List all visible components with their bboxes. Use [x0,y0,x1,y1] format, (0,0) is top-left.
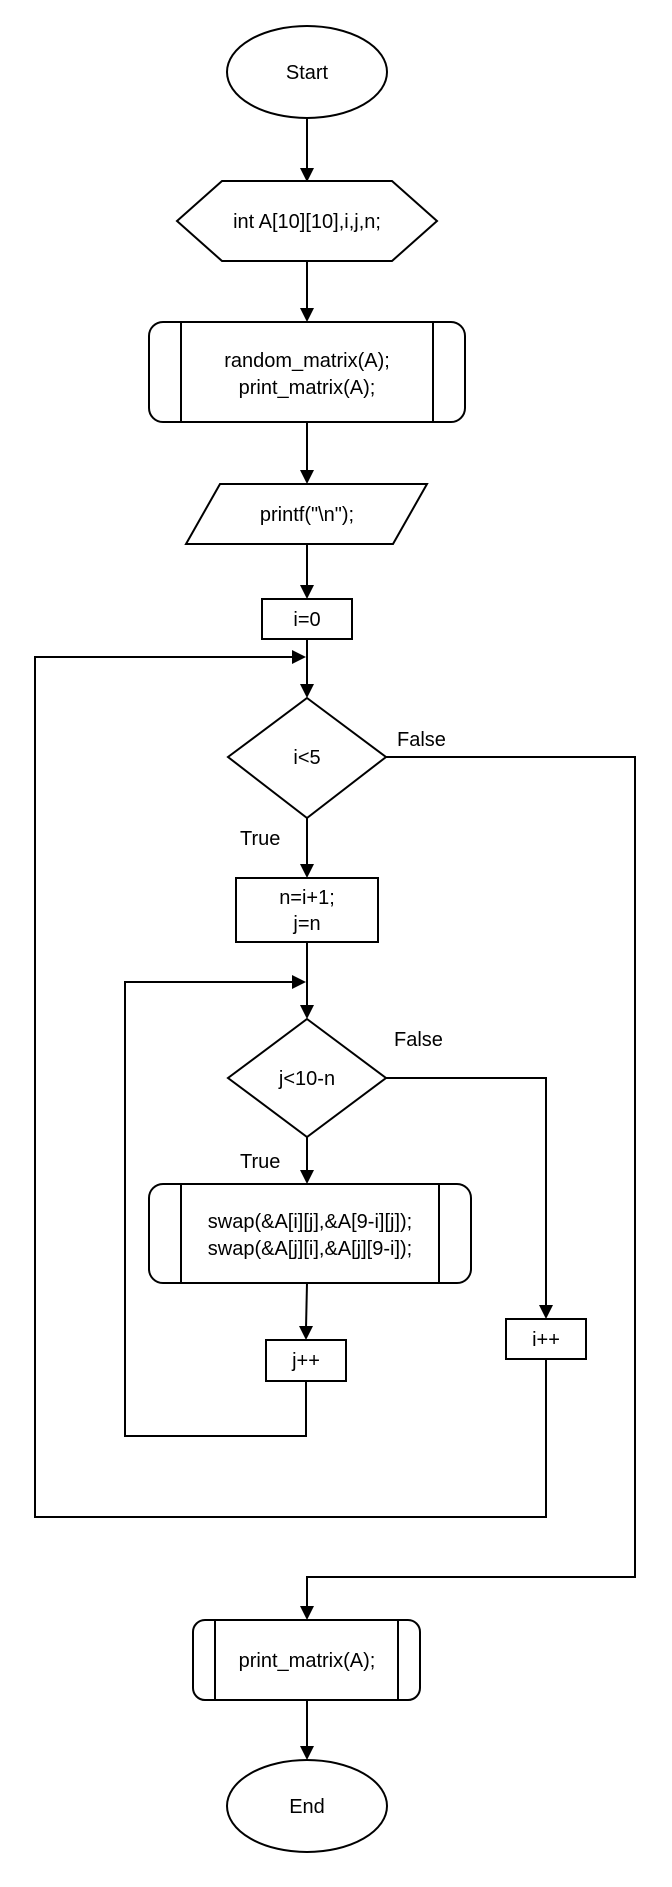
node-cond-outer: i<5 [226,696,388,820]
declare-hexagon [175,180,439,262]
node-swap-call: swap(&A[i][j],&A[9-i][j]); swap(&A[j][i]… [148,1183,472,1284]
init-i-label: i=0 [293,609,320,631]
cond-outer-label: i<5 [293,747,320,769]
arrowhead [300,684,314,698]
edge-outer-false [306,756,636,1608]
arrowhead [300,1606,314,1620]
arrowhead [300,1005,314,1019]
init-i-process [261,598,353,640]
start-terminator [226,25,388,119]
node-init-i: i=0 [261,598,353,640]
node-cond-inner: j<10-n [226,1017,388,1139]
final-call-label: print_matrix(A); [239,1650,376,1672]
inc-i-process [505,1318,587,1360]
edges [34,119,636,1760]
node-final-call: print_matrix(A); [192,1619,421,1701]
assign-line-2: j=n [292,913,320,935]
cond-outer-decision [226,696,388,820]
inner-false-label: False [394,1029,443,1051]
swap-call-line-2: swap(&A[j][i],&A[j][9-i]); [208,1238,413,1260]
arrowhead [300,1746,314,1760]
init-call-line-1: random_matrix(A); [224,350,390,372]
edge-outer-loop-back [34,656,547,1518]
end-label: End [289,1796,325,1818]
node-output: printf("\n"); [184,483,429,545]
edge-inner-loop-back [124,981,307,1437]
arrowhead [300,470,314,484]
node-declare: int A[10][10],i,j,n; [175,180,439,262]
output-parallelogram [184,483,429,545]
assign-process [235,877,379,943]
node-init-call: random_matrix(A); print_matrix(A); [148,321,466,423]
outer-true-label: True [240,828,280,850]
inner-true-label: True [240,1151,280,1173]
outer-false-label: False [397,729,446,751]
inc-j-label: j++ [291,1350,320,1372]
edge-labels: False True False True [240,729,446,1173]
arrowhead [299,1326,313,1340]
arrowhead [539,1305,553,1319]
final-call-subprocess [192,1619,421,1701]
arrowhead [300,1170,314,1184]
arrowhead [300,864,314,878]
arrowhead [292,650,306,664]
init-call-subprocess [148,321,466,423]
node-start: Start [226,25,388,119]
init-call-line-2: print_matrix(A); [239,377,376,399]
edge-swap-to-inc-j [305,1282,308,1329]
inc-j-process [265,1339,347,1382]
arrowhead [292,975,306,989]
node-assign: n=i+1; j=n [235,877,379,943]
assign-line-1: n=i+1; [279,887,335,909]
swap-call-line-1: swap(&A[i][j],&A[9-i][j]); [208,1211,413,1233]
node-inc-i: i++ [505,1318,587,1360]
arrowhead [300,308,314,322]
start-label: Start [286,62,329,84]
inc-i-label: i++ [532,1329,560,1351]
output-label: printf("\n"); [260,504,354,526]
node-end: End [226,1759,388,1853]
node-inc-j: j++ [265,1339,347,1382]
declare-label: int A[10][10],i,j,n; [233,211,381,233]
arrowhead [300,585,314,599]
end-terminator [226,1759,388,1853]
edge-inner-false [385,1077,547,1307]
arrowhead [300,168,314,182]
cond-inner-decision [226,1017,388,1139]
cond-inner-label: j<10-n [278,1068,335,1090]
swap-call-subprocess [148,1183,472,1284]
